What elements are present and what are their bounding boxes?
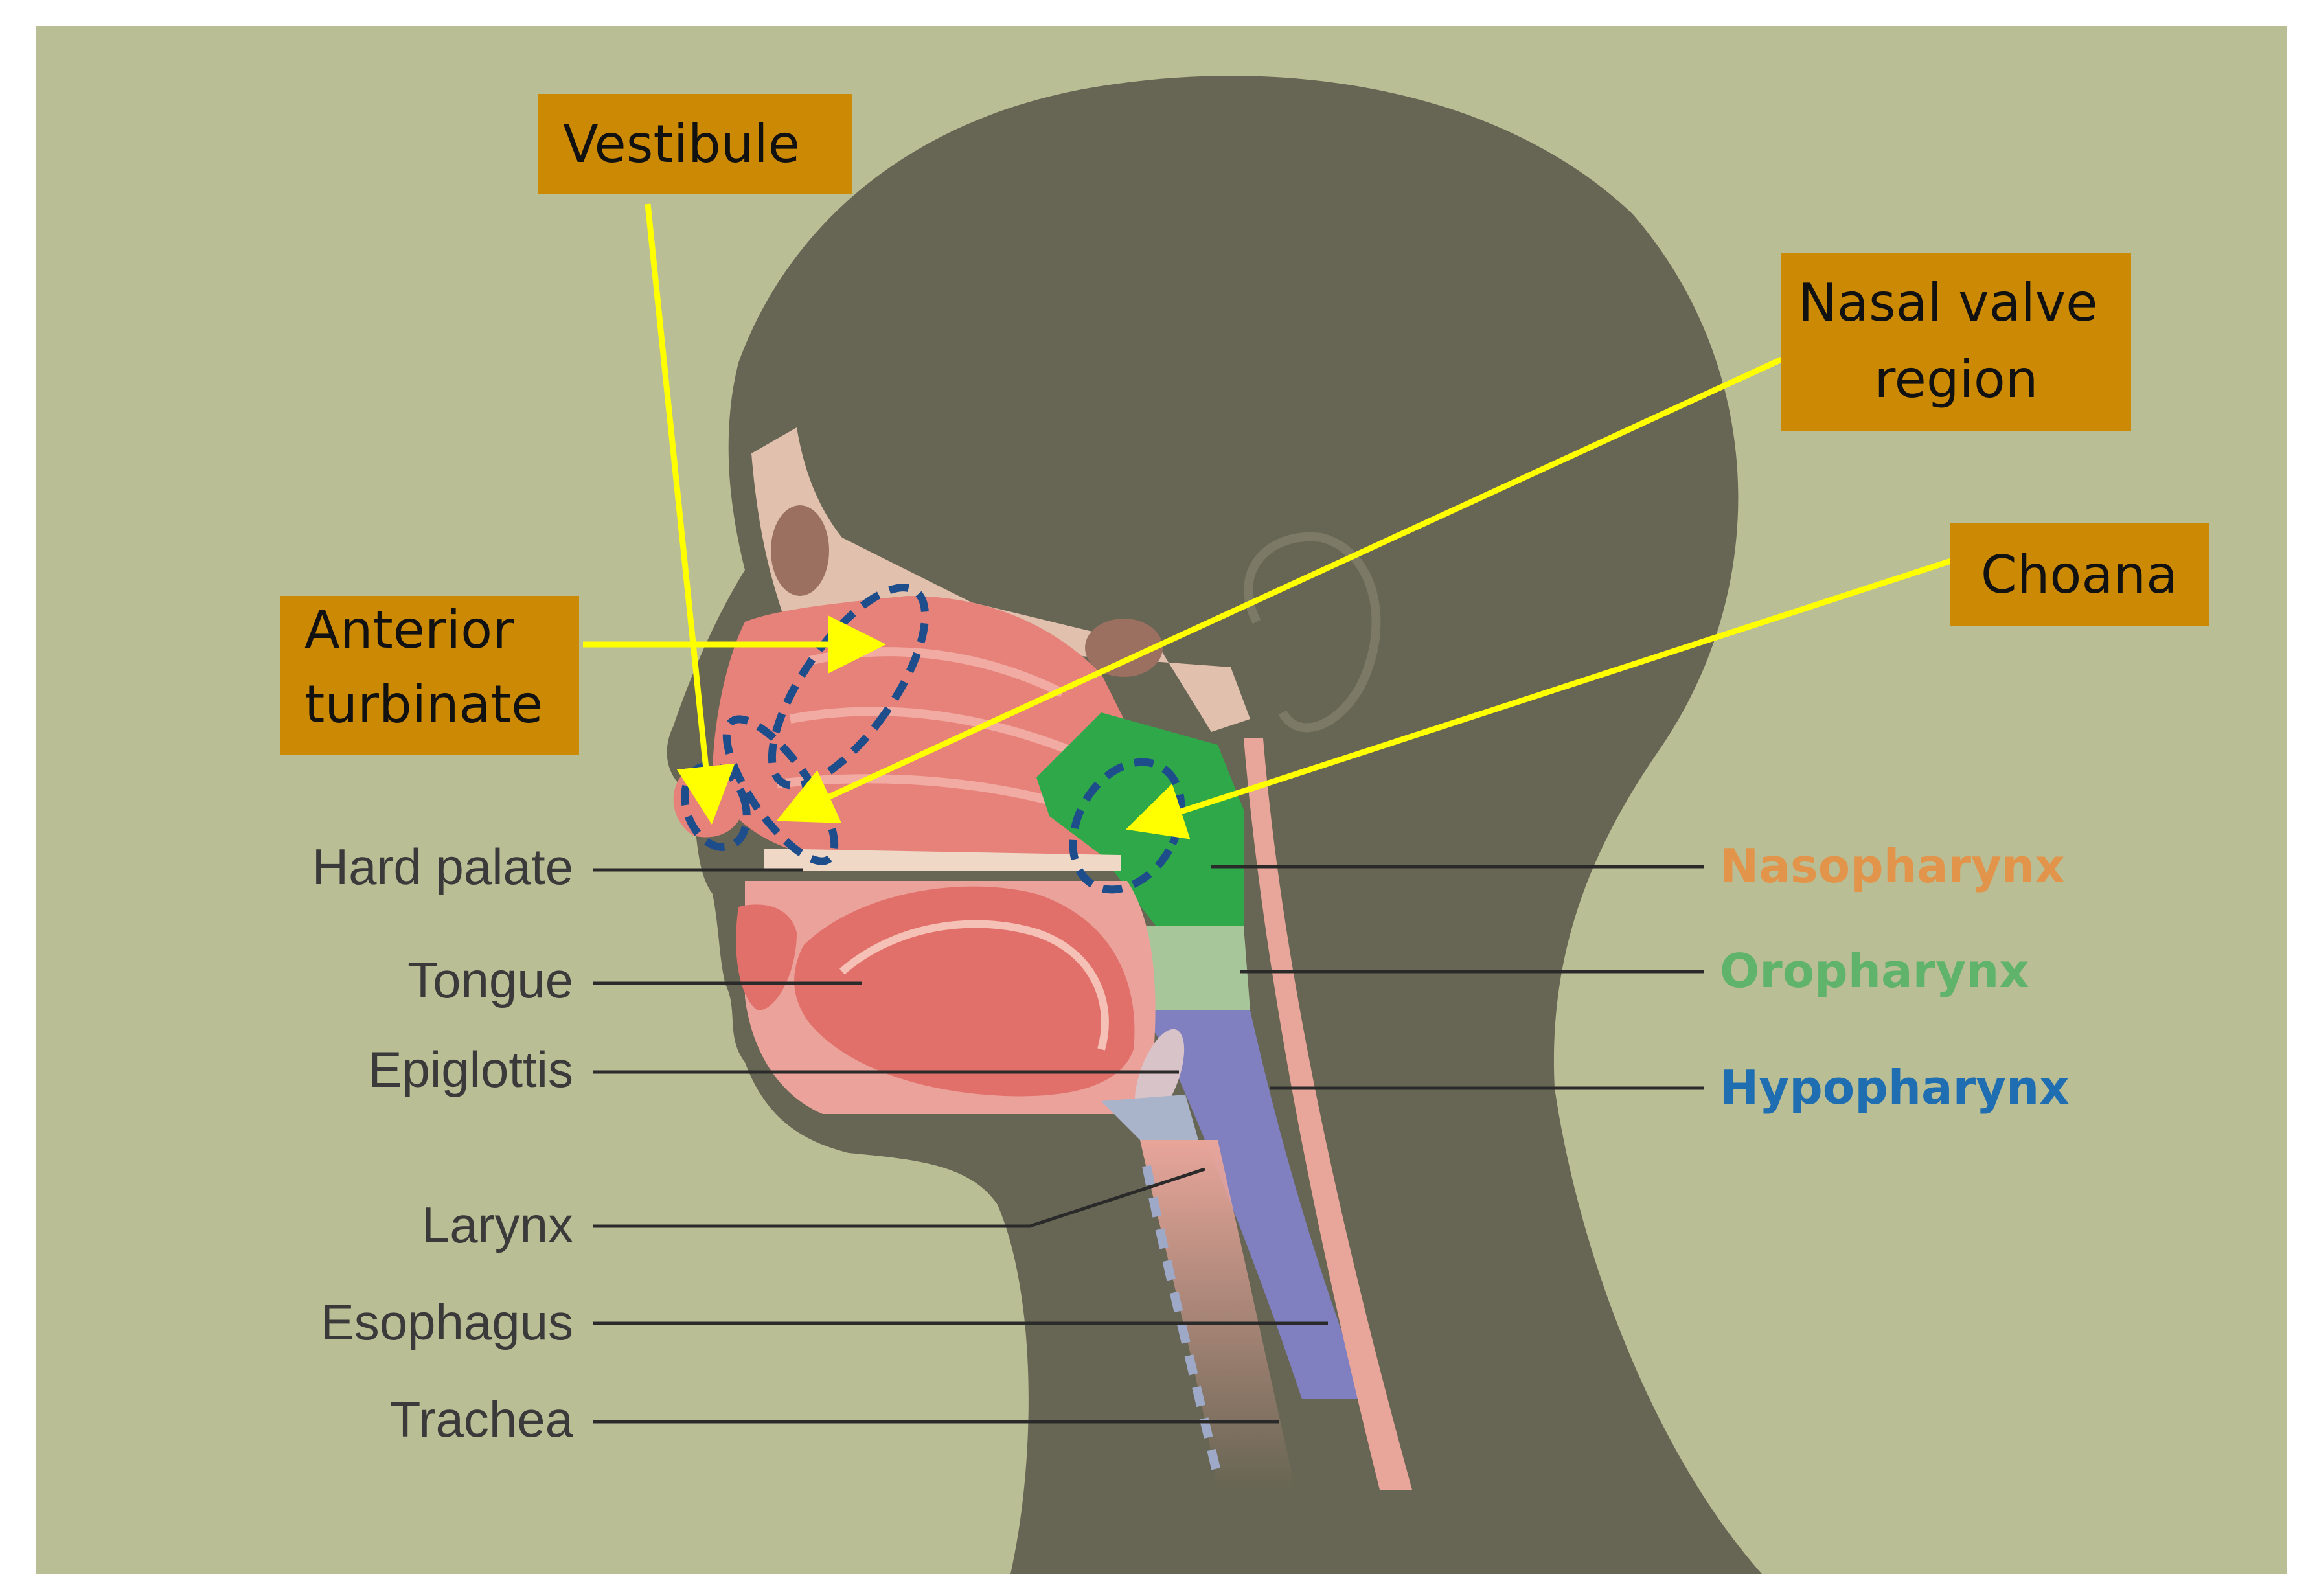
trachea-label: Trachea	[390, 1391, 574, 1448]
turbinate-middle	[789, 707, 1090, 762]
tracheal-rings	[1142, 1165, 1222, 1478]
nasal-valve-label: Nasal valve region	[1798, 273, 2114, 409]
vestibule-box	[538, 94, 852, 194]
hard-palate-label: Hard palate	[312, 838, 573, 895]
palate	[764, 849, 1121, 871]
sphenoid-sinus	[1085, 619, 1163, 677]
choana-outline	[1069, 758, 1185, 894]
vestibule-arrow	[645, 203, 735, 825]
larynx-label: Larynx	[422, 1196, 573, 1253]
epiglottis-label: Epiglottis	[369, 1041, 574, 1098]
choana-label: Choana	[1981, 545, 2178, 605]
vestibule-label: Vestibule	[563, 114, 800, 174]
nasal-valve-line2: region	[1874, 349, 2038, 409]
oropharynx-region	[1127, 926, 1250, 1010]
ear	[1244, 532, 1381, 733]
nasopharynx-label: Nasopharynx	[1720, 839, 2065, 893]
nasal-valve-box	[1781, 253, 2131, 431]
tongue-outline	[839, 920, 1109, 1051]
trachea-tube	[1140, 1140, 1296, 1490]
tongue-label: Tongue	[407, 952, 573, 1009]
hypopharynx-label: Hypopharynx	[1720, 1060, 2070, 1115]
esophagus-label: Esophagus	[321, 1294, 573, 1351]
anterior-turbinate-label: Anterior turbinate	[304, 600, 543, 735]
hypopharynx-region	[1140, 1010, 1367, 1399]
nasal-valve-line1: Nasal valve	[1798, 273, 2097, 333]
anterior-turbinate-line2: turbinate	[304, 674, 543, 735]
posterior-pharyngeal-wall	[1244, 738, 1412, 1490]
choana-arrow	[1125, 557, 1954, 839]
anterior-turbinate-box	[280, 596, 579, 755]
larynx-leader	[593, 1167, 1205, 1228]
anterior-turbinate-line1: Anterior	[304, 600, 514, 660]
choana-box	[1950, 523, 2209, 626]
oropharynx-label: Oropharynx	[1720, 944, 2029, 998]
frontal-sinus	[771, 505, 829, 596]
nasal-valve-arrow	[776, 356, 1783, 823]
larynx-shape	[1101, 1095, 1198, 1140]
